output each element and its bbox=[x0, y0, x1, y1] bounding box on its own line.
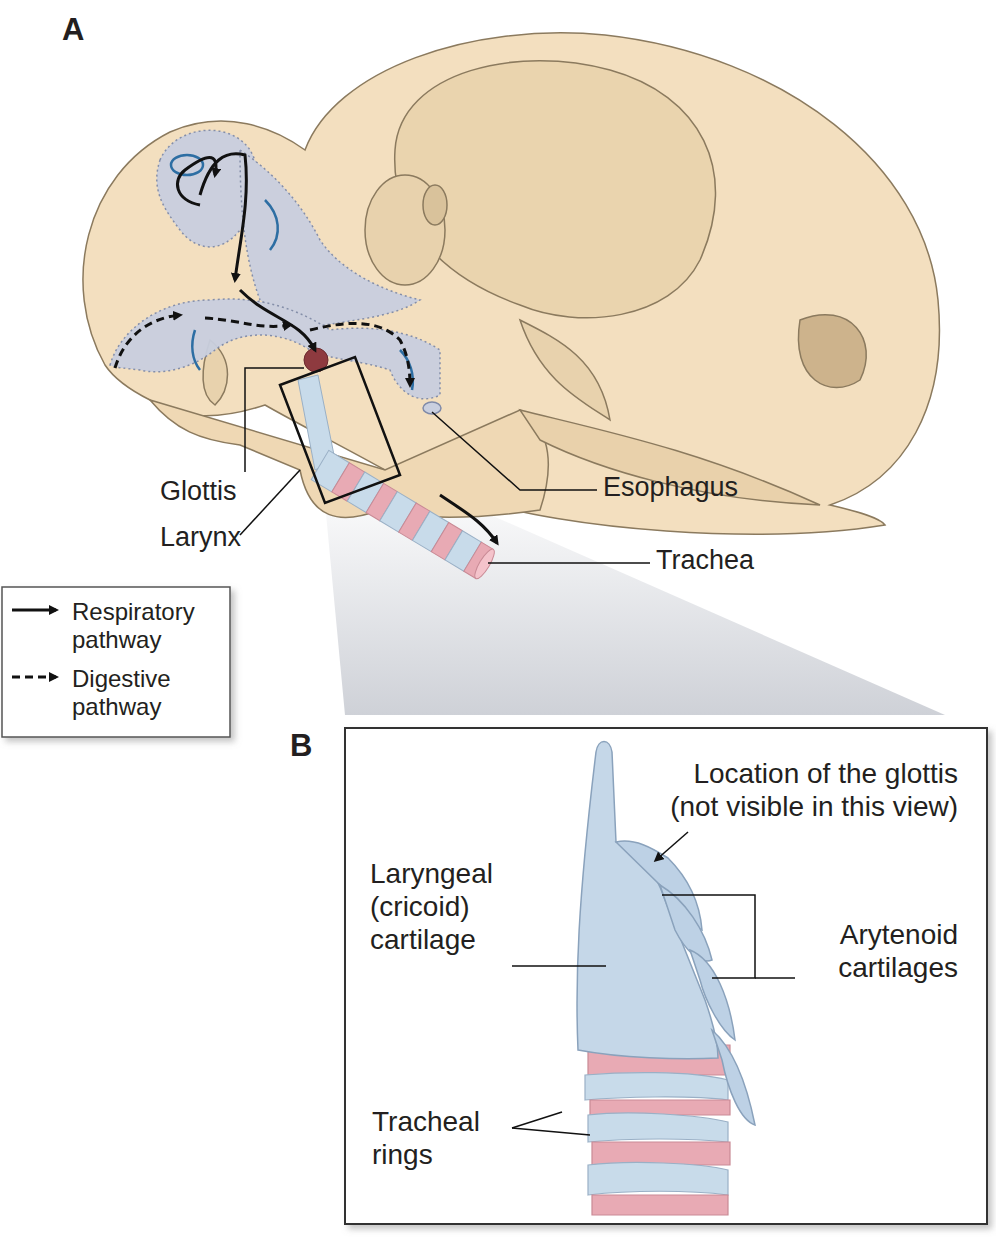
part-label: Glottis bbox=[160, 476, 237, 508]
dashed-arrow-sample bbox=[12, 676, 56, 679]
part-label: Laryngeal (cricoid) cartilage bbox=[370, 857, 520, 956]
panel-letter: B bbox=[290, 728, 312, 765]
part-label: Location of the glottis (not visible in … bbox=[640, 757, 958, 823]
part-label: Esophagus bbox=[603, 472, 738, 504]
part-label: Arytenoid cartilages bbox=[770, 918, 958, 984]
panel-letter: A bbox=[62, 12, 84, 49]
part-label: Larynx bbox=[160, 522, 241, 554]
legend-text: Respiratory pathway bbox=[72, 598, 222, 653]
solid-arrow-sample bbox=[12, 609, 56, 612]
part-label: Trachea bbox=[656, 545, 754, 577]
legend-text: Digestive pathway bbox=[72, 665, 222, 720]
part-label: Tracheal rings bbox=[372, 1105, 512, 1171]
